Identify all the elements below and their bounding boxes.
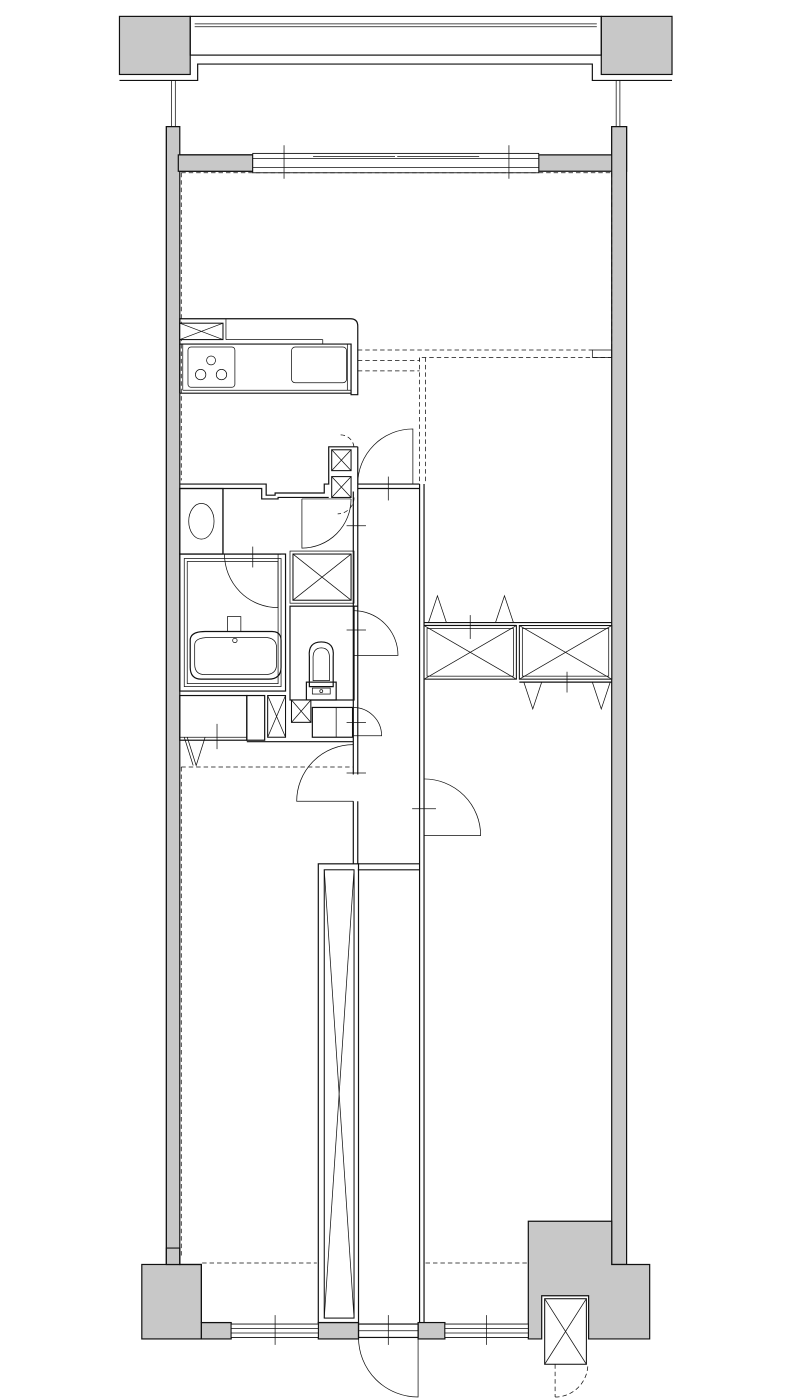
exterior-walls <box>141 125 651 1340</box>
door-bedroom-left <box>296 744 354 802</box>
washroom <box>179 434 366 775</box>
toilet-room <box>289 605 399 723</box>
bathtub-icon <box>189 616 282 680</box>
toilet-icon <box>305 641 337 701</box>
wall-bottom-seg-1 <box>200 1321 232 1340</box>
wall-bottom-seg-3 <box>417 1321 446 1340</box>
window-bottom-right <box>444 1315 529 1345</box>
balcony-pillar-right <box>600 15 673 76</box>
wall-left <box>165 125 181 1266</box>
meter-box <box>544 1298 589 1398</box>
bedroom-right-upper <box>423 594 612 680</box>
hall-storage <box>179 694 382 767</box>
balcony-railing <box>189 15 602 56</box>
bathroom <box>179 546 287 692</box>
wall-bottom-seg-2 <box>317 1321 360 1340</box>
wall-bottom-left-corner <box>165 1247 181 1266</box>
window-top-sliding <box>252 145 540 179</box>
door-ldk <box>357 428 414 485</box>
bedroom-right-lower <box>412 625 613 1264</box>
kitchen-counter <box>179 318 359 396</box>
cooktop-icon <box>187 346 236 388</box>
wall-right <box>611 125 628 1266</box>
closet-left <box>317 863 360 1324</box>
sink-icon <box>291 346 347 384</box>
washbasin-icon <box>188 503 215 540</box>
corridor <box>357 428 425 1398</box>
wall-top-left-seg <box>177 154 254 172</box>
corner-pillar-bottom-left <box>141 1263 202 1340</box>
window-bottom-left <box>230 1315 319 1345</box>
washbasin-counter <box>179 487 224 555</box>
balcony-pillar-left <box>118 15 191 76</box>
door-bedroom-right <box>424 778 482 836</box>
balcony <box>118 15 673 127</box>
corner-pillar-bottom-right <box>527 1220 651 1340</box>
